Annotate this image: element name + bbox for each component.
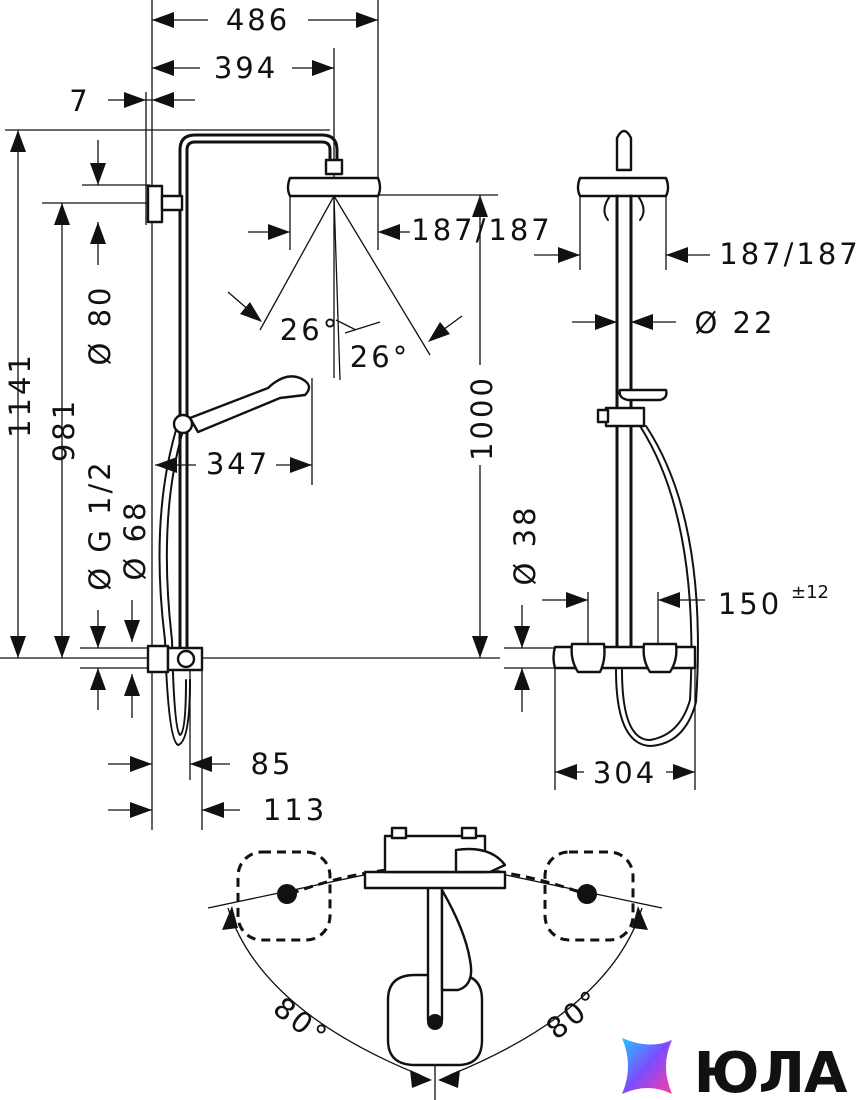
top-view: 80° 80° bbox=[207, 826, 663, 1100]
dim-113: 113 bbox=[263, 793, 327, 827]
side-view: 486 394 7 1141 981 Ø 80 Ø G 1/2 Ø 68 bbox=[0, 0, 552, 830]
riser-pipe bbox=[178, 133, 339, 662]
dim-347: 347 bbox=[206, 447, 270, 481]
dim-swivel-right: 80° bbox=[540, 982, 609, 1046]
arrow bbox=[152, 12, 174, 28]
handle-left bbox=[570, 642, 606, 674]
arrow bbox=[356, 12, 378, 28]
swivel-position-right bbox=[543, 850, 635, 942]
dim-dia-80: Ø 80 bbox=[83, 285, 117, 366]
slider-front bbox=[604, 406, 646, 428]
hose-front bbox=[621, 425, 693, 741]
mixer-top bbox=[363, 870, 507, 890]
dim-304: 304 bbox=[593, 756, 657, 790]
hand-shower-front bbox=[618, 388, 668, 402]
wall-connection bbox=[146, 644, 170, 674]
overhead-shower bbox=[286, 176, 382, 198]
logo-star-icon bbox=[622, 1038, 672, 1094]
dim-1141: 1141 bbox=[3, 352, 37, 438]
head-connector bbox=[615, 129, 633, 172]
handle-right bbox=[642, 642, 678, 674]
dim-dia-22: Ø 22 bbox=[695, 306, 776, 340]
dim-7: 7 bbox=[69, 84, 90, 118]
dim-angle-right: 26° bbox=[350, 340, 410, 374]
wall-bracket-top bbox=[146, 184, 164, 224]
dim-150-tolerance: ±12 bbox=[791, 582, 829, 603]
slider bbox=[172, 413, 194, 435]
hose bbox=[158, 429, 191, 746]
dim-394: 394 bbox=[214, 51, 278, 85]
dim-angle-left: 26° bbox=[280, 313, 340, 347]
front-view: 187/187 Ø 22 Ø 38 150 ±12 bbox=[504, 129, 860, 790]
dim-swivel-left: 80° bbox=[267, 990, 336, 1054]
hand-shower bbox=[188, 375, 311, 434]
logo: ЮЛА bbox=[622, 1038, 849, 1100]
shower-arm-top bbox=[426, 878, 444, 1022]
dim-150: 150 bbox=[718, 587, 782, 621]
dim-dia-38: Ø 38 bbox=[508, 505, 542, 586]
dim-981: 981 bbox=[47, 398, 81, 462]
dim-486: 486 bbox=[226, 3, 290, 37]
dim-1000: 1000 bbox=[465, 375, 499, 461]
dim-head-187-left: 187/187 bbox=[411, 213, 552, 247]
dim-85: 85 bbox=[251, 747, 294, 781]
dim-dia-g12: Ø G 1/2 bbox=[83, 459, 117, 590]
overhead-shower-front bbox=[576, 176, 670, 198]
logo-text: ЮЛА bbox=[694, 1041, 848, 1100]
dim-dia-68: Ø 68 bbox=[118, 500, 152, 581]
dim-head-187-right: 187/187 bbox=[719, 237, 860, 271]
swivel-position-left bbox=[236, 850, 332, 942]
